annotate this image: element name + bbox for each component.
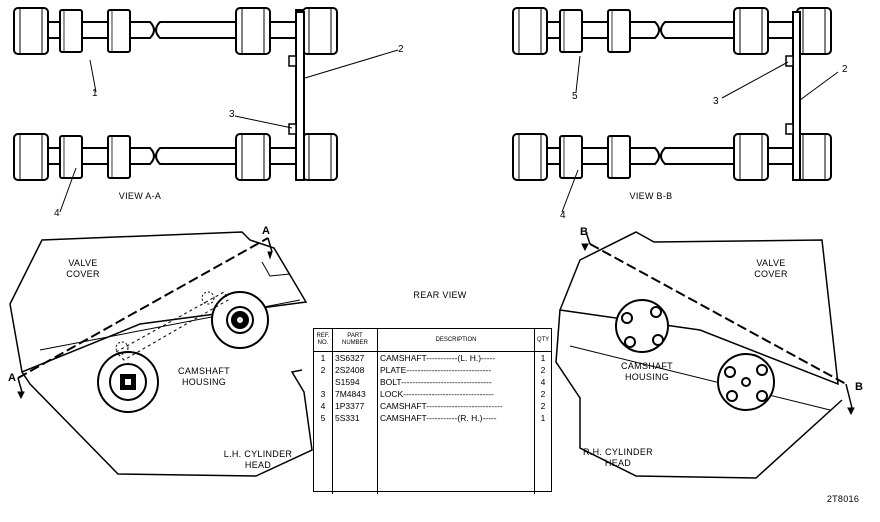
cell-qty: 2 bbox=[540, 365, 546, 375]
cell-qty: 2 bbox=[540, 401, 546, 411]
parts-table: REF. NO. PART NUMBER DESCRIPTION QTY 1 3… bbox=[313, 328, 552, 494]
view-a-a-drawing bbox=[13, 7, 338, 181]
filler-cell bbox=[314, 424, 333, 494]
rh-cylinder-head-label: R.H. CYLINDER HEAD bbox=[583, 447, 653, 468]
lh-cylinder-head-label: L.H. CYLINDER HEAD bbox=[223, 449, 293, 470]
drawing-number: 2T8016 bbox=[826, 494, 860, 504]
cell-part-number: S1594 bbox=[332, 376, 378, 388]
cell-ref: 4 bbox=[314, 400, 333, 412]
filler-cell bbox=[332, 424, 378, 494]
filler-cell bbox=[535, 424, 552, 494]
callout-5: 5 bbox=[572, 91, 578, 102]
valve-cover-right-label: VALVE COVER bbox=[754, 258, 788, 279]
cell-qty: 4 bbox=[540, 377, 546, 387]
cell-ref: 5 bbox=[314, 412, 333, 424]
parts-table-grid: REF. NO. PART NUMBER DESCRIPTION QTY 1 3… bbox=[314, 329, 551, 494]
table-row: 5 5S331 CAMSHAFT-----------(R. H.)----- … bbox=[314, 412, 551, 424]
cell-description: CAMSHAFT--------------------------- bbox=[377, 400, 535, 412]
callout-2-right: 2 bbox=[842, 64, 848, 75]
section-letter-a-top: A bbox=[262, 225, 270, 237]
table-row: 3 7M4843 LOCK---------------------------… bbox=[314, 388, 551, 400]
section-line-a bbox=[17, 237, 269, 379]
rear-view-title: REAR VIEW bbox=[413, 290, 467, 300]
view-b-b-title: VIEW B-B bbox=[629, 191, 673, 201]
camshaft-housing-left-label: CAMSHAFT HOUSING bbox=[178, 366, 230, 387]
cell-description: BOLT-------------------------------- bbox=[377, 376, 535, 388]
callout-4-right: 4 bbox=[560, 210, 566, 221]
header-ref-no: REF. NO. bbox=[314, 329, 333, 352]
camshaft-housing-right-label: CAMSHAFT HOUSING bbox=[621, 361, 673, 382]
callout-1: 1 bbox=[92, 88, 98, 99]
header-part-number: PART NUMBER bbox=[332, 329, 378, 352]
lh-valve-cover-outline bbox=[9, 231, 308, 374]
cell-ref: 3 bbox=[314, 388, 333, 400]
cell-qty: 2 bbox=[540, 389, 546, 399]
valve-cover-left-label: VALVE COVER bbox=[66, 258, 100, 279]
cell-qty: 1 bbox=[540, 353, 546, 363]
cell-ref bbox=[314, 376, 333, 388]
rh-valve-cover-outline bbox=[558, 231, 839, 386]
rh-rear-view-drawing bbox=[555, 231, 855, 479]
cell-ref: 1 bbox=[314, 351, 333, 364]
cell-part-number: 7M4843 bbox=[332, 388, 378, 400]
section-letter-b-top: B bbox=[580, 226, 588, 238]
callout-2-left: 2 bbox=[398, 44, 404, 55]
view-a-a-title: VIEW A-A bbox=[118, 191, 162, 201]
cell-part-number: 5S331 bbox=[332, 412, 378, 424]
cell-description: PLATE------------------------------ bbox=[377, 364, 535, 376]
lh-rear-view-drawing bbox=[9, 231, 313, 477]
plate-right bbox=[792, 11, 801, 181]
plate-left bbox=[295, 11, 305, 181]
callout-3-right: 3 bbox=[713, 96, 719, 107]
table-row: 2 2S2408 PLATE--------------------------… bbox=[314, 364, 551, 376]
cell-description: CAMSHAFT-----------(R. H.)----- bbox=[377, 412, 535, 424]
callout-4-left: 4 bbox=[54, 208, 60, 219]
table-row: 4 1P3377 CAMSHAFT-----------------------… bbox=[314, 400, 551, 412]
cell-description: LOCK-------------------------------- bbox=[377, 388, 535, 400]
cell-part-number: 2S2408 bbox=[332, 364, 378, 376]
cell-part-number: 3S6327 bbox=[332, 351, 378, 364]
section-letter-b-right: B bbox=[855, 381, 863, 393]
table-row: 1 3S6327 CAMSHAFT-----------(L. H.)-----… bbox=[314, 351, 551, 364]
table-row: S1594 BOLT------------------------------… bbox=[314, 376, 551, 388]
cell-description: CAMSHAFT-----------(L. H.)----- bbox=[377, 351, 535, 364]
section-line-b bbox=[589, 243, 847, 385]
view-b-b-drawing bbox=[512, 7, 832, 181]
cell-ref: 2 bbox=[314, 364, 333, 376]
filler-cell bbox=[377, 424, 535, 494]
cell-part-number: 1P3377 bbox=[332, 400, 378, 412]
cell-qty: 1 bbox=[540, 413, 546, 423]
header-description: DESCRIPTION bbox=[377, 329, 535, 352]
callout-3-left: 3 bbox=[229, 109, 235, 120]
table-filler-row bbox=[314, 424, 551, 494]
section-letter-a-left: A bbox=[8, 372, 16, 384]
header-qty: QTY bbox=[534, 329, 551, 352]
